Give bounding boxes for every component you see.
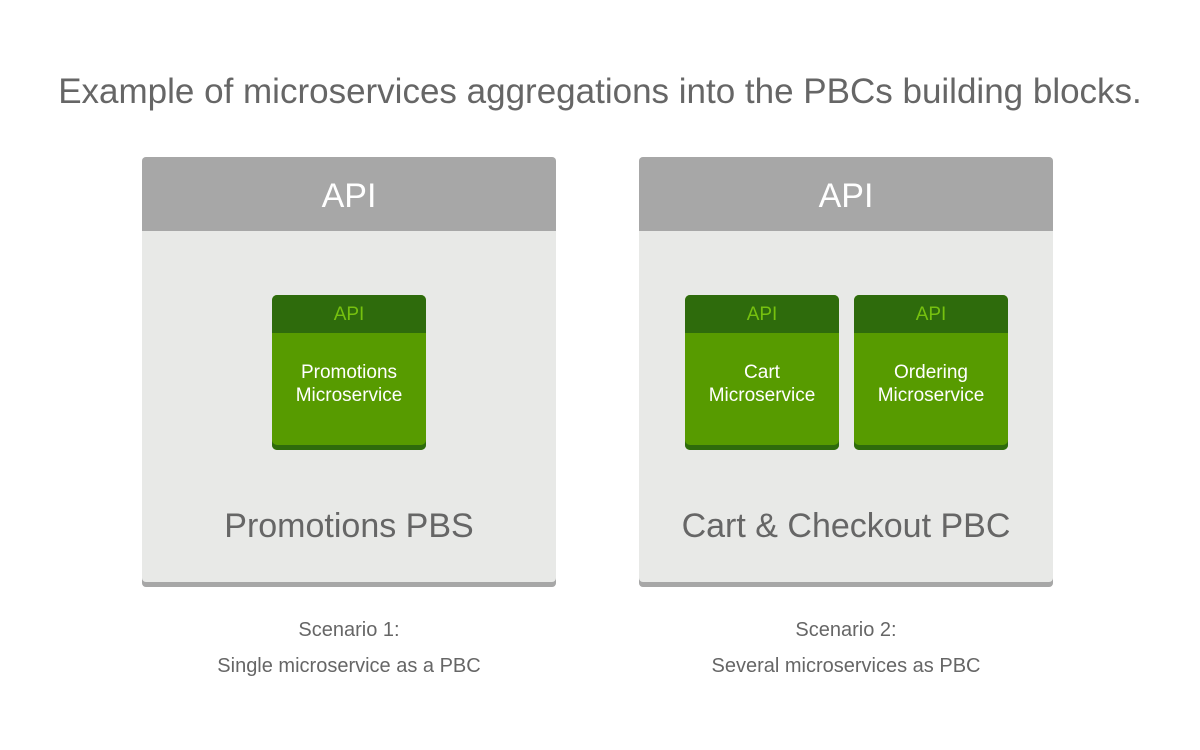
microservice-ordering: API Ordering Microservice	[854, 295, 1008, 450]
diagram-title: Example of microservices aggregations in…	[58, 72, 1142, 111]
microservice-label: Promotions Microservice	[272, 361, 426, 407]
caption-line1: Scenario 1:	[298, 619, 400, 641]
microservice-api-header: API	[272, 295, 426, 333]
microservice-label-line2: Microservice	[295, 385, 403, 406]
pbc-name: Cart & Checkout PBC	[681, 507, 1011, 545]
microservice-label-line2: Microservice	[708, 385, 816, 406]
microservice-label-line1: Cart	[744, 362, 780, 383]
caption-line1: Scenario 2:	[795, 619, 897, 641]
microservice-label: Ordering Microservice	[854, 361, 1008, 407]
microservice-label-line2: Microservice	[877, 385, 985, 406]
microservice-label-line1: Ordering	[894, 362, 968, 383]
microservice-label-line1: Promotions	[300, 362, 398, 383]
microservice-api-header: API	[685, 295, 839, 333]
pbc-card-cart-checkout: API API Cart Microservice API Ordering M…	[639, 157, 1053, 587]
pbc-card-promotions: API API Promotions Microservice Promotio…	[142, 157, 556, 587]
microservice-promotions: API Promotions Microservice	[272, 295, 426, 450]
microservice-api-header: API	[854, 295, 1008, 333]
pbc-api-header: API	[142, 157, 556, 231]
scenario-1-caption: Scenario 1: Single microservice as a PBC	[142, 612, 556, 684]
microservice-cart: API Cart Microservice	[685, 295, 839, 450]
scenario-2-caption: Scenario 2: Several microservices as PBC	[639, 612, 1053, 684]
caption-line2: Several microservices as PBC	[711, 655, 981, 677]
caption-line2: Single microservice as a PBC	[217, 655, 481, 677]
microservice-label: Cart Microservice	[685, 361, 839, 407]
pbc-name: Promotions PBS	[224, 507, 474, 545]
pbc-api-header: API	[639, 157, 1053, 231]
